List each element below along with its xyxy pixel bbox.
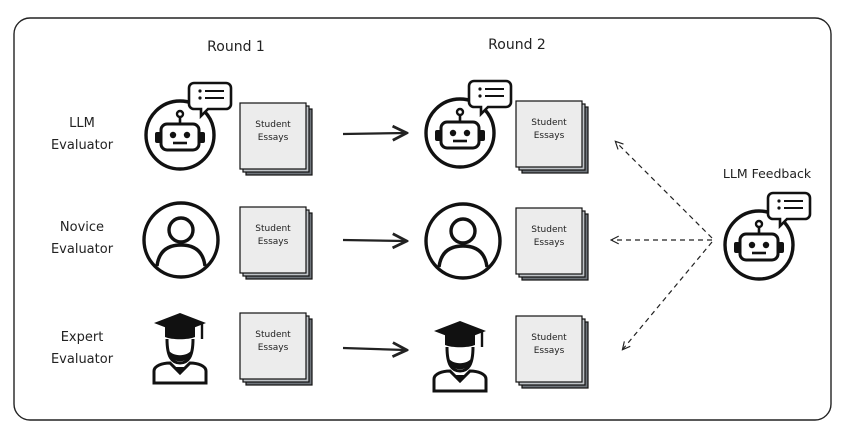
essay-label-line1: Student xyxy=(255,224,291,234)
essay-label-line1: Student xyxy=(531,225,567,235)
column-header-round-2: Round 2 xyxy=(488,37,546,53)
row-label-expert-line2: Evaluator xyxy=(51,352,114,367)
row-label-llm-line2: Evaluator xyxy=(51,138,114,153)
outer-frame xyxy=(13,17,832,421)
essay-label-line2: Essays xyxy=(534,238,565,248)
feedback-label: LLM Feedback xyxy=(723,166,812,181)
feedback-arrow-llm xyxy=(616,142,713,239)
person-icon xyxy=(142,201,220,279)
arrow-expert xyxy=(342,348,405,350)
feedback-arrow-expert xyxy=(623,241,713,349)
robot-icon xyxy=(424,79,513,169)
essay-label-line1: Student xyxy=(255,330,291,340)
essay-stack-r1-llm: Student Essays xyxy=(239,102,313,176)
essay-stack-r2-novice: Student Essays xyxy=(515,207,589,281)
essay-label-line1: Student xyxy=(255,120,291,130)
row-label-expert-line1: Expert xyxy=(61,330,104,345)
essay-label-line1: Student xyxy=(531,118,567,128)
row-label-llm-line1: LLM xyxy=(69,116,95,131)
arrow-novice xyxy=(342,240,405,241)
row-label-novice-line2: Evaluator xyxy=(51,242,114,257)
graduate-icon xyxy=(432,319,488,393)
essay-label-line2: Essays xyxy=(258,237,289,247)
essay-stack-r1-novice: Student Essays xyxy=(239,206,313,280)
essay-label-line2: Essays xyxy=(258,133,289,143)
arrow-llm xyxy=(342,133,405,134)
column-header-round-1: Round 1 xyxy=(207,39,265,55)
essay-label-line1: Student xyxy=(531,333,567,343)
robot-icon xyxy=(144,81,233,171)
essay-label-line2: Essays xyxy=(534,346,565,356)
row-label-novice-line1: Novice xyxy=(60,220,104,235)
essay-label-line2: Essays xyxy=(534,131,565,141)
graduate-icon xyxy=(152,311,208,385)
essay-stack-r1-expert: Student Essays xyxy=(239,312,313,386)
person-icon xyxy=(424,202,502,280)
feedback-robot-icon xyxy=(723,191,812,281)
essay-stack-r2-expert: Student Essays xyxy=(515,315,589,389)
essay-label-line2: Essays xyxy=(258,343,289,353)
essay-stack-r2-llm: Student Essays xyxy=(515,100,589,174)
